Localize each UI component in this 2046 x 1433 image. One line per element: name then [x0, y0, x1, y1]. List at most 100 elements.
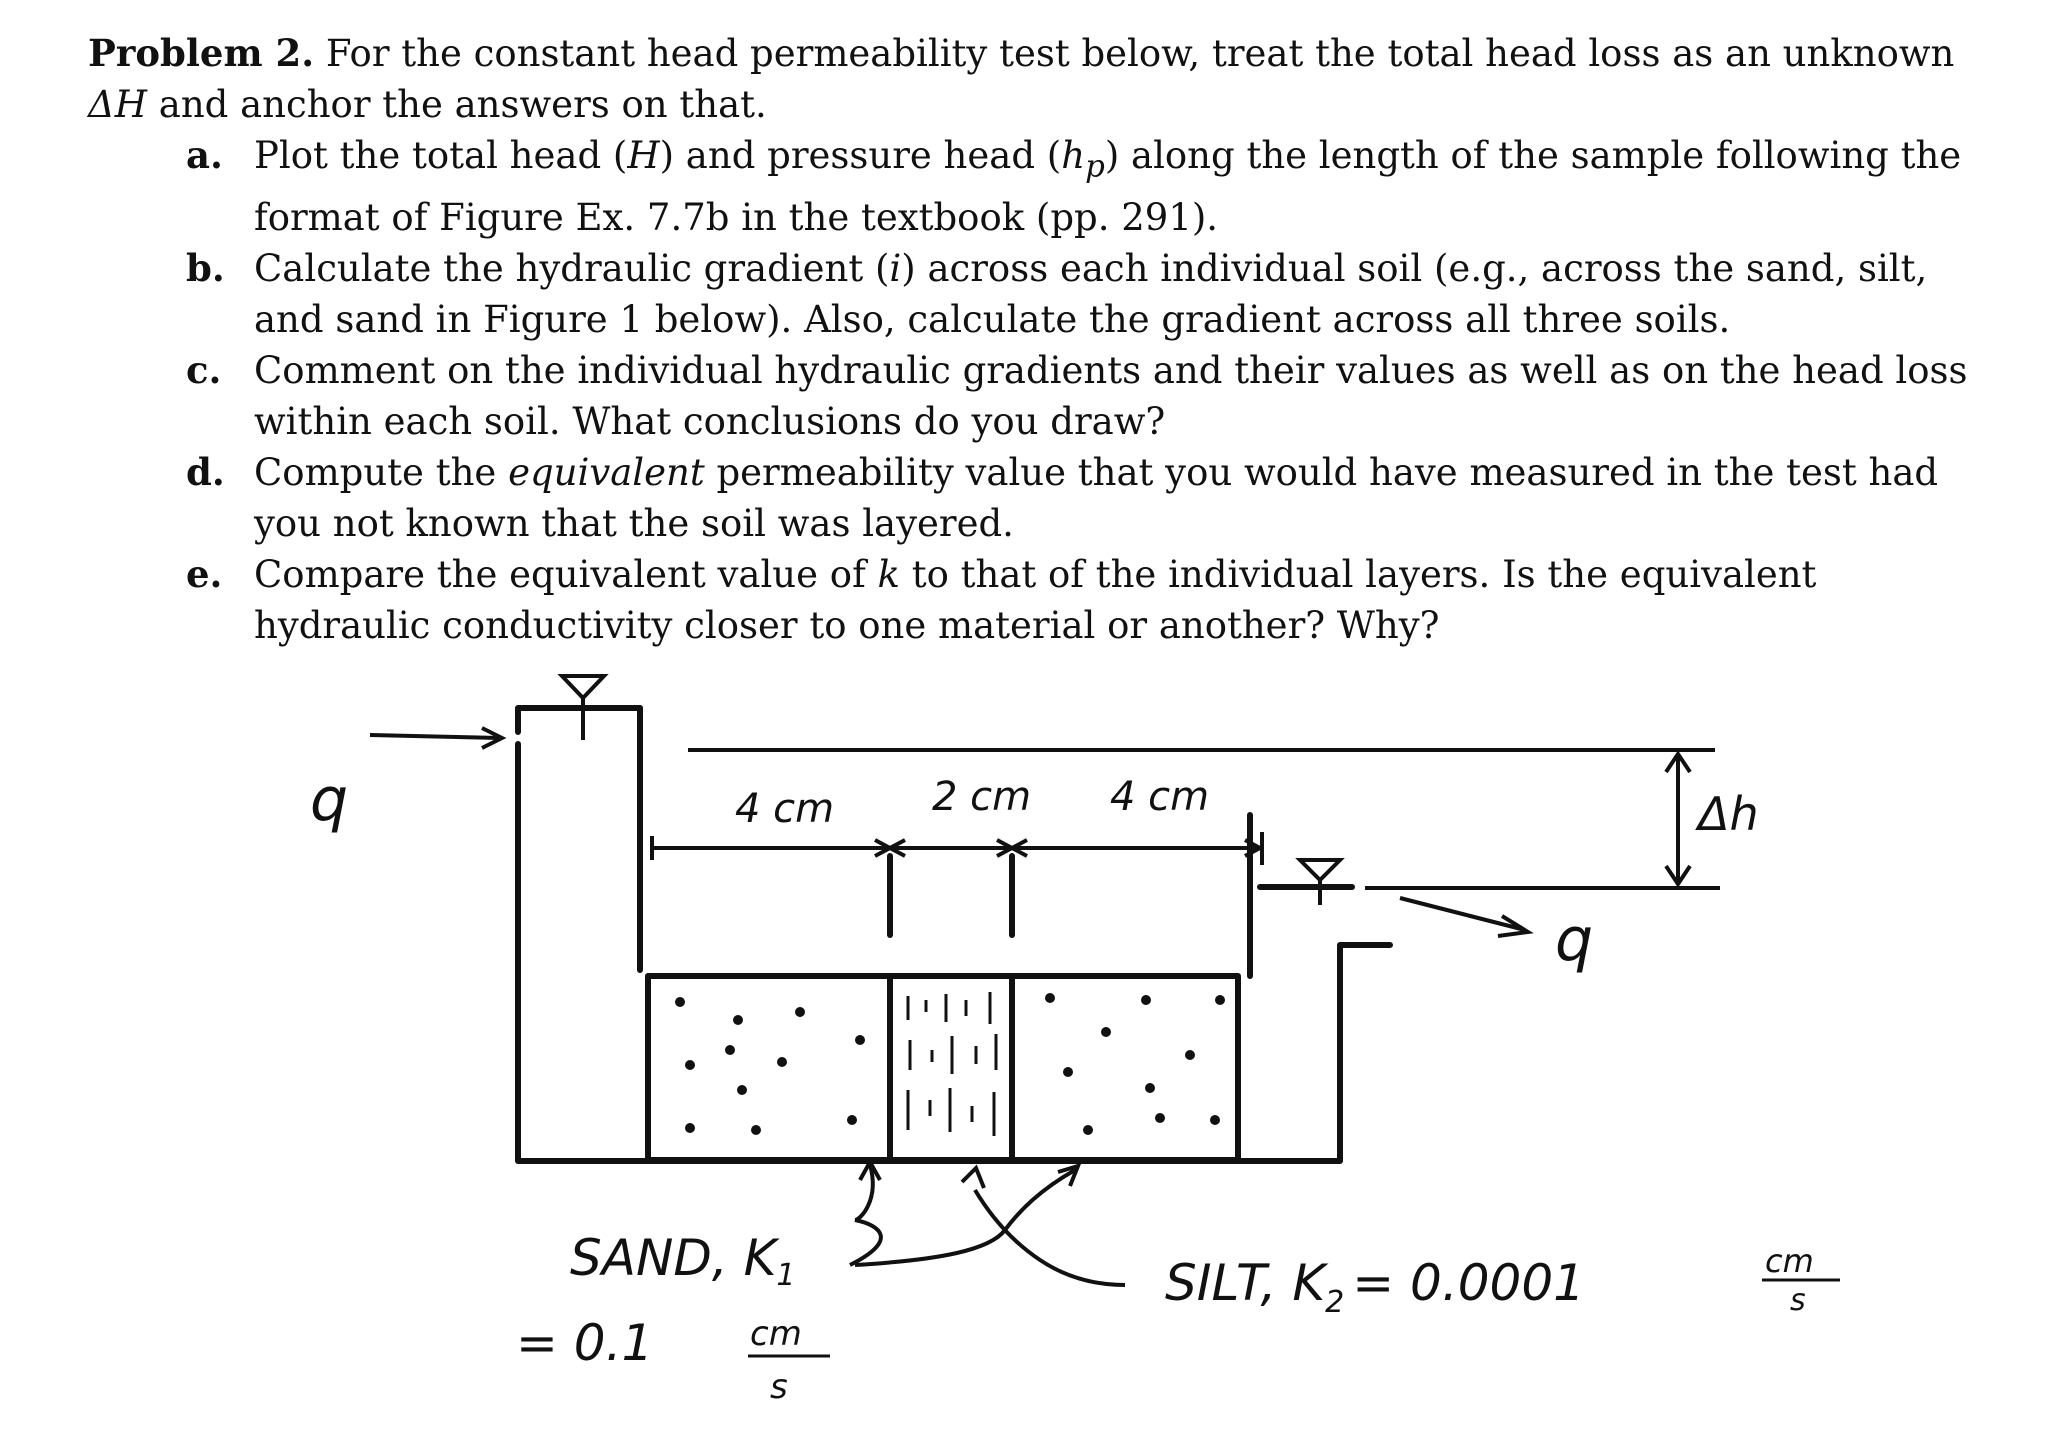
leader-arrowhead — [1057, 1162, 1082, 1187]
silt-label-text: SILT, K — [1165, 1254, 1329, 1312]
silt-texture — [906, 992, 998, 1136]
sand-grain — [777, 1057, 787, 1067]
length-arrow — [885, 838, 906, 858]
task-text: Comment on the individual hydraulic grad… — [254, 349, 1968, 444]
task-marker: b. — [186, 246, 225, 291]
task-text-part: ) across each individual soil (e.g., acr… — [254, 247, 1928, 342]
task-text: Plot the total head (H) and pressure hea… — [254, 130, 1974, 243]
sand-grain — [751, 1125, 761, 1135]
sand-leader-right — [854, 1168, 1076, 1267]
sand-grain — [733, 1015, 743, 1025]
inlet-tank-top-wall — [515, 705, 643, 735]
delta-h-arrow-up — [1664, 750, 1692, 774]
task-text-part: ) along the length of the sample followi… — [254, 134, 1962, 240]
water-level-markers — [557, 674, 1420, 905]
inlet-water-level-icon — [557, 674, 609, 701]
sand-grain — [1215, 995, 1225, 1005]
task-marker: e. — [186, 552, 223, 597]
sand-label-subscript: 1 — [776, 1258, 795, 1293]
sand-label: SAND, K1 — [570, 1229, 796, 1293]
head-difference-annotation — [688, 748, 1720, 890]
sand-grain — [847, 1115, 857, 1125]
silt-unit-numerator: cm — [1765, 1242, 1814, 1280]
sand-grain — [685, 1060, 695, 1070]
task-marker: a. — [186, 133, 223, 177]
length-label-sand-right: 4 cm — [1110, 774, 1209, 820]
leader-arrowhead — [960, 1164, 986, 1189]
permeameter-figure: q q 4 cm 2 cm 4 cm Δh SAND, K1 = 0.1 cm … — [310, 674, 1840, 1407]
sand-grain — [685, 1123, 695, 1133]
task-text-part: Compare the equivalent value of — [254, 553, 878, 597]
silt-leader — [973, 1188, 1126, 1287]
task-text-part: permeability value that you would have m… — [254, 451, 1939, 546]
task-text: Compare the equivalent value of k to tha… — [254, 549, 1974, 651]
sand-grain — [1101, 1027, 1111, 1037]
task-item-b: b. Calculate the hydraulic gradient (i) … — [88, 243, 1988, 345]
task-text-part: to that of the individual layers. Is the… — [254, 553, 1817, 648]
sand-unit-numerator: cm — [750, 1314, 802, 1354]
intro-variable: ΔH — [88, 83, 147, 126]
task-text: Compute the equivalent permeability valu… — [254, 447, 1974, 549]
intro-text-2: and anchor the answers on that. — [158, 83, 767, 126]
leader-arrowhead — [858, 1157, 882, 1181]
sand-grain — [675, 997, 685, 1007]
silt-label: SILT, K2= 0.0001 — [1165, 1254, 1585, 1320]
sand-grain — [1145, 1083, 1155, 1093]
variable-gradient: i — [889, 247, 902, 291]
sand-grain — [1045, 993, 1055, 1003]
silt-unit-denominator: s — [1790, 1283, 1806, 1318]
inflow-arrow — [369, 733, 501, 740]
apparatus-outline — [515, 705, 1393, 1164]
length-arrow — [1244, 838, 1265, 858]
length-label-silt: 2 cm — [932, 774, 1031, 820]
task-item-c: c. Comment on the individual hydraulic g… — [88, 345, 1988, 447]
sand-grain — [855, 1035, 865, 1045]
task-text: Calculate the hydraulic gradient (i) acr… — [254, 243, 1974, 345]
sand-left-texture — [675, 997, 865, 1135]
sand-unit-denominator: s — [770, 1367, 788, 1407]
silt-k-value: = 0.0001 — [1352, 1254, 1585, 1312]
outflow-arrowhead — [1497, 914, 1534, 938]
problem-statement: Problem 2. For the constant head permeab… — [88, 28, 1988, 651]
outflow-label: q — [1555, 905, 1593, 975]
inflow-label: q — [310, 765, 348, 835]
flow-arrows — [369, 726, 1534, 938]
sand-grain — [795, 1007, 805, 1017]
task-marker: d. — [186, 450, 225, 495]
variable-k: k — [877, 553, 900, 597]
outflow-arrow — [1399, 896, 1526, 932]
sand-label-text: SAND, K — [570, 1229, 781, 1287]
label-leaders — [849, 1157, 1126, 1287]
task-text-part: Compute the — [254, 451, 509, 495]
sand-grain — [1063, 1067, 1073, 1077]
delta-h-arrow-down — [1664, 864, 1692, 888]
emphasis-equivalent: equivalent — [508, 451, 705, 495]
sand-grain — [1185, 1050, 1195, 1060]
sand-grain — [1141, 995, 1151, 1005]
sand-grain — [725, 1045, 735, 1055]
sand-grain — [1155, 1113, 1165, 1123]
outlet-water-level-icon — [1295, 858, 1345, 883]
task-text-part: Calculate the hydraulic gradient ( — [254, 247, 890, 291]
task-text-part: Plot the total head ( — [254, 134, 628, 177]
variable-total-head: H — [627, 134, 660, 177]
sand-grain — [1210, 1115, 1220, 1125]
length-label-sand-left: 4 cm — [735, 786, 834, 832]
task-list: a. Plot the total head (H) and pressure … — [88, 130, 1988, 651]
task-text-part: ) and pressure head ( — [659, 134, 1062, 177]
task-marker: c. — [186, 348, 222, 393]
delta-h-label: Δh — [1695, 787, 1759, 841]
sand-k-value: = 0.1 — [516, 1314, 653, 1372]
sample-box — [645, 973, 1241, 1163]
variable-pressure-head: hp — [1061, 134, 1105, 185]
sand-grain — [1083, 1125, 1093, 1135]
inflow-arrowhead — [481, 726, 507, 750]
subscript: p — [1085, 148, 1105, 185]
sand-right-texture — [1045, 993, 1225, 1135]
problem-title: Problem 2. — [88, 31, 315, 75]
silt-label-subscript: 2 — [1325, 1285, 1344, 1320]
sand-grain — [737, 1085, 747, 1095]
length-dimension — [650, 832, 1265, 865]
sand-leader-left — [849, 1164, 883, 1267]
